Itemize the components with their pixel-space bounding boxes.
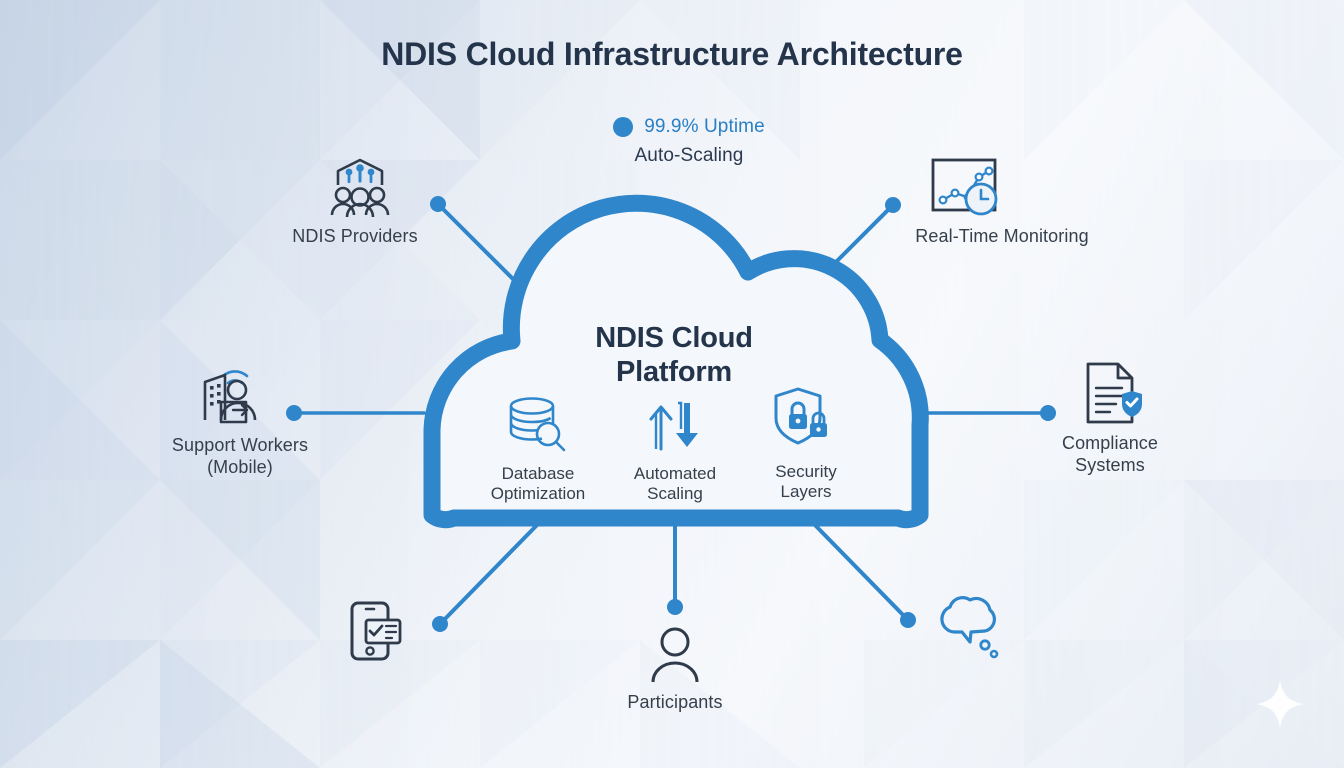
cloud-shape [423, 194, 929, 529]
feature-security-layers[interactable]: Security Layers [731, 385, 881, 503]
node-dot-compliance-systems [1040, 405, 1056, 421]
node-dot-communication [900, 612, 916, 628]
mobile-checklist-icon [344, 600, 406, 667]
provider-group-icon [322, 155, 398, 226]
feature-automated-scaling[interactable]: Automated Scaling [600, 393, 750, 505]
uptime-row: 99.9% Uptime [544, 116, 834, 138]
chart-clock-icon [925, 155, 1007, 226]
node-label-ndis-providers: NDIS Providers [292, 226, 418, 246]
node-label-compliance-systems: Compliance Systems [1061, 433, 1159, 475]
cloud-platform-title: NDIS Cloud Platform [595, 322, 753, 388]
node-dot-mobile-checklist [432, 616, 448, 632]
page-title: NDIS Cloud Infrastructure Architecture [381, 36, 963, 72]
scale-arrows-icon [649, 401, 698, 451]
node-label-real-time-monitoring: Real-Time Monitoring [915, 226, 1089, 246]
person-icon [646, 626, 704, 689]
feature-label: Security Layers [775, 462, 837, 502]
feature-label: Automated Scaling [633, 464, 717, 504]
status-dot-icon [613, 117, 634, 137]
node-dot-real-time-monitoring [885, 197, 901, 213]
connector-mobile-checklist [438, 520, 542, 626]
auto-scaling-label: Auto-Scaling [634, 145, 744, 166]
connector-communication [810, 520, 910, 622]
feature-database-optimization[interactable]: Database Optimization [463, 393, 613, 505]
node-label-participants: Participants [627, 692, 723, 712]
node-dot-ndis-providers [430, 196, 446, 212]
uptime-badge: 99.9% Uptime Auto-Scaling [544, 116, 834, 167]
shield-lock-icon [774, 387, 827, 445]
uptime-label: 99.9% Uptime [644, 116, 765, 137]
node-label-support-workers: Support Workers (Mobile) [171, 435, 309, 477]
remote-worker-icon [195, 358, 273, 435]
node-dot-participants [667, 599, 683, 615]
database-search-icon [509, 397, 566, 452]
sparkle-icon [1256, 680, 1304, 728]
chat-bubble-icon [932, 590, 1004, 665]
document-check-icon [1078, 360, 1146, 435]
node-dot-support-workers [286, 405, 302, 421]
feature-label: Database Optimization [490, 464, 586, 504]
